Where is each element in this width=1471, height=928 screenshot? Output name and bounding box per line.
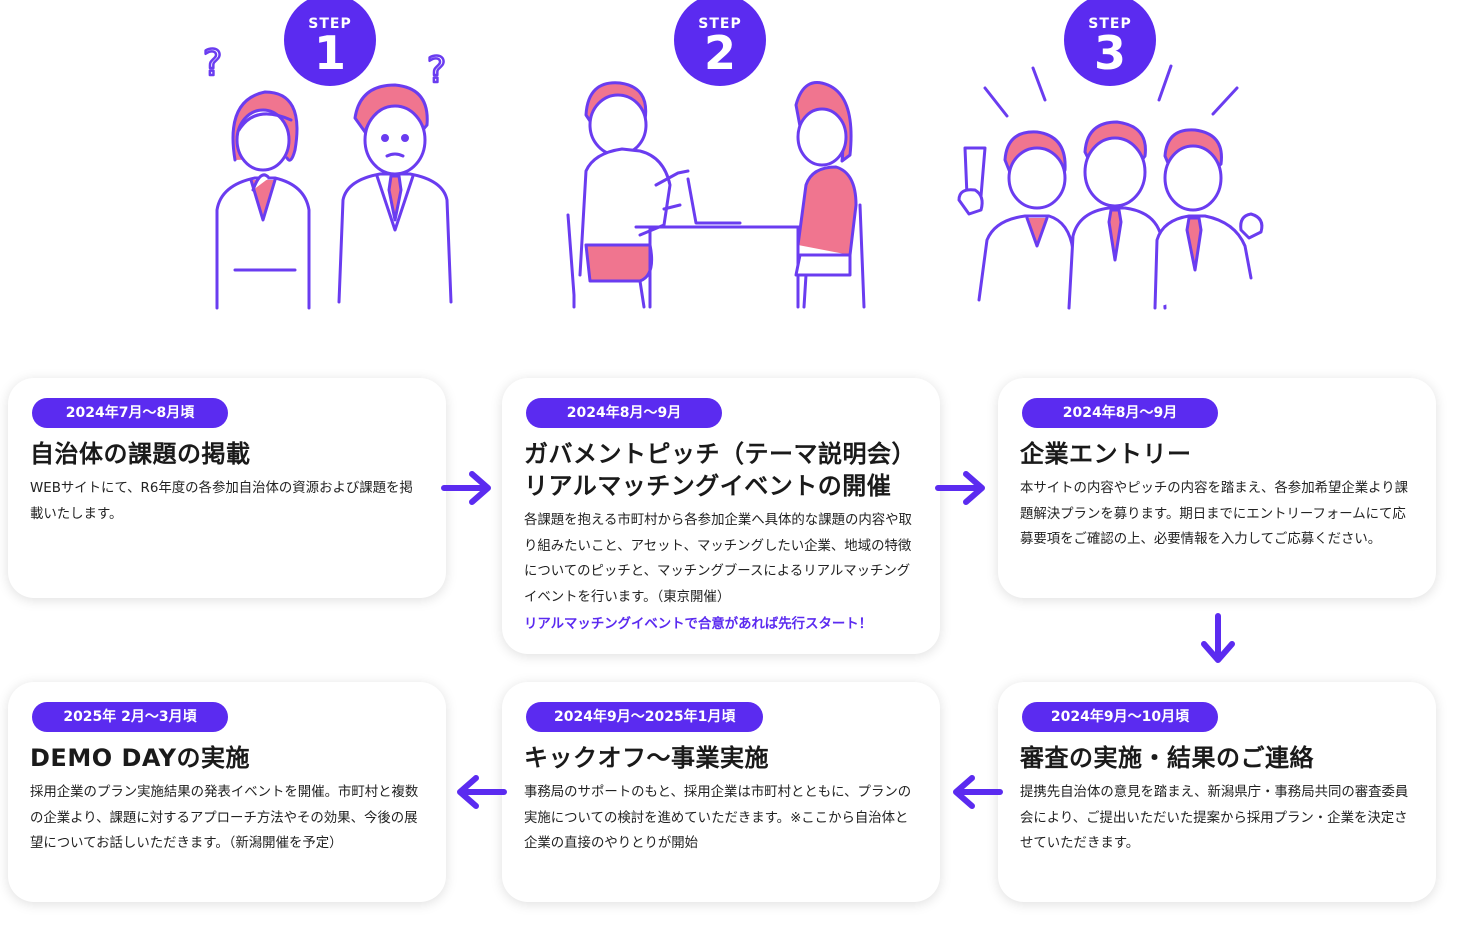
meeting-illustration: [566, 81, 866, 309]
card-body: 本サイトの内容やピッチの内容を踏まえ、各参加希望企業より課題解決プランを募ります…: [1020, 481, 1409, 547]
card-title: 企業エントリー: [1020, 440, 1192, 468]
arrow-right-icon: [935, 471, 985, 505]
card-title: 自治体の課題の掲載: [30, 440, 251, 468]
arrow-left-icon: [457, 775, 507, 809]
step-3-badge: STEP 3: [1064, 0, 1156, 86]
step-label: STEP: [698, 16, 742, 32]
card-body: 各課題を抱える市町村から各参加企業へ具体的な課題の内容や取り組みたいこと、アセッ…: [524, 513, 912, 605]
excited-team-illustration: [957, 64, 1264, 310]
step-number: 3: [1093, 26, 1126, 80]
arrow-right-icon: [441, 471, 491, 505]
card-highlight: リアルマッチングイベントで合意があれば先行スタート！: [524, 617, 873, 632]
card-kickoff: 2024年9月～2025年1月頃 キックオフ～事業実施 事務局のサポートのもと、…: [502, 682, 940, 902]
card-body: WEBサイトにて、R6年度の各参加自治体の資源および課題を掲載いたします。: [30, 481, 413, 522]
svg-text:?: ?: [203, 43, 222, 84]
date-badge: 2024年8月～9月: [526, 398, 722, 428]
card-publish-issues: 2024年7月～8月頃 自治体の課題の掲載 WEBサイトにて、R6年度の各参加自…: [8, 378, 446, 598]
card-body: 事務局のサポートのもと、採用企業は市町村とともに、プランの実施についての検討を進…: [524, 785, 912, 851]
card-demo-day: 2025年 2月～3月頃 DEMO DAYの実施 採用企業のプラン実施結果の発表…: [8, 682, 446, 902]
date-badge: 2024年9月～2025年1月頃: [526, 702, 764, 732]
card-title: キックオフ～事業実施: [524, 744, 769, 772]
confused-people-illustration: ? ?: [202, 42, 453, 310]
card-body: 採用企業のプラン実施結果の発表イベントを開催。市町村と複数の企業より、課題に対す…: [30, 785, 419, 851]
step-label: STEP: [1088, 16, 1132, 32]
date-badge: 2024年9月～10月頃: [1022, 702, 1218, 732]
date-badge: 2024年8月～9月: [1022, 398, 1218, 428]
date-badge: 2025年 2月～3月頃: [32, 702, 228, 732]
date-badge: 2024年7月～8月頃: [32, 398, 228, 428]
card-company-entry: 2024年8月～9月 企業エントリー 本サイトの内容やピッチの内容を踏まえ、各参…: [998, 378, 1436, 598]
svg-text:?: ?: [427, 50, 446, 91]
arrow-down-icon: [1201, 613, 1235, 663]
card-screening-results: 2024年9月～10月頃 審査の実施・結果のご連絡 提携先自治体の意見を踏まえ、…: [998, 682, 1436, 902]
card-body: 提携先自治体の意見を踏まえ、新潟県庁・事務局共同の審査委員会により、ご提出いただ…: [1020, 785, 1409, 851]
step-number: 2: [703, 26, 736, 80]
card-title: 審査の実施・結果のご連絡: [1020, 744, 1314, 772]
step-1-badge: STEP 1: [284, 0, 376, 86]
card-title: ガバメントピッチ（テーマ説明会）リアルマッチングイベントの開催: [524, 440, 916, 500]
step-number: 1: [313, 26, 346, 80]
arrow-left-icon: [953, 775, 1003, 809]
step-label: STEP: [308, 16, 352, 32]
step-2-badge: STEP 2: [674, 0, 766, 86]
card-title: DEMO DAYの実施: [30, 744, 251, 772]
card-government-pitch: 2024年8月～9月 ガバメントピッチ（テーマ説明会）リアルマッチングイベントの…: [502, 378, 940, 654]
